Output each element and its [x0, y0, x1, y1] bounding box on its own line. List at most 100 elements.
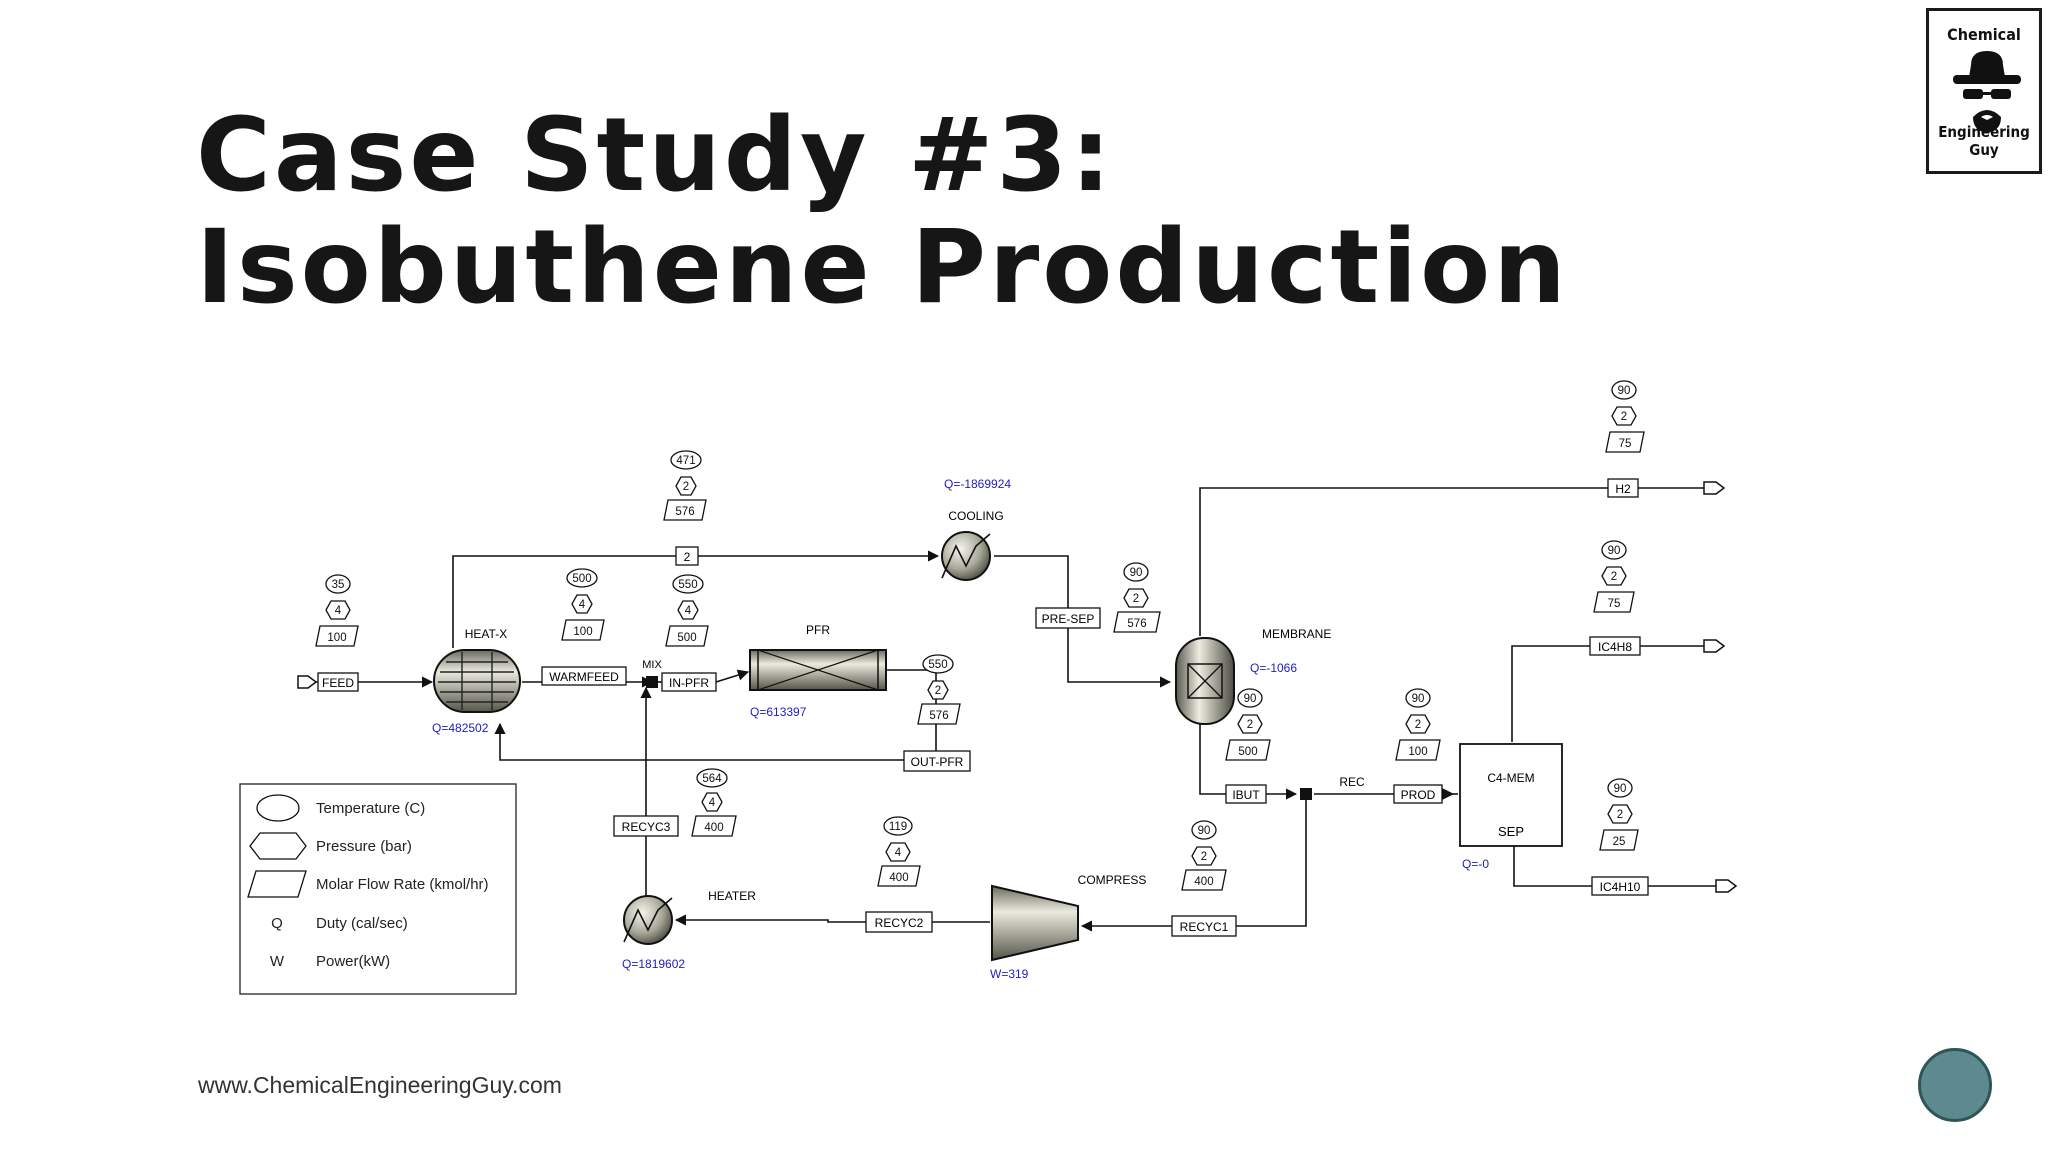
feed-flow: 100: [327, 632, 346, 644]
cooling-duty: Q=-1869924: [944, 477, 1011, 491]
line-outpfr-to-heatx: [494, 722, 904, 761]
line-c4mem-to-ic4h10: [1513, 846, 1592, 887]
c4mem-separator: [1459, 743, 1563, 847]
line-c4mem-to-ic4h8: [1511, 645, 1590, 742]
ibut-flow: 500: [1238, 746, 1257, 758]
legend-temperature-shape: [256, 794, 300, 822]
compressor: [991, 884, 1079, 962]
mix-label: MIX: [642, 659, 662, 671]
ic4h10-outlet-arrow: [1715, 879, 1738, 893]
heater-duty: Q=1819602: [622, 957, 685, 971]
prod-arrow-head: [1442, 788, 1454, 800]
ic4h8-flow: 75: [1608, 598, 1621, 610]
out-pfr-temperature: 550: [928, 659, 947, 671]
legend-flow-shape: [247, 870, 307, 898]
stream-recyc3: RECYC3: [622, 820, 671, 834]
stream-labels: FEED WARMFEED IN-PFR OUT-PFR 2 PRE-SEP H…: [317, 478, 1649, 937]
stream-ic4h8: IC4H8: [1598, 640, 1632, 654]
rec-label: REC: [1339, 775, 1365, 789]
ic4h8-outlet-arrow: [1703, 639, 1726, 653]
cooling-label: COOLING: [948, 509, 1003, 523]
brand-logo: Chemical Engineering Guy: [1926, 8, 2042, 174]
s2-pressure: 2: [683, 481, 689, 493]
out-pfr-pressure: 2: [935, 685, 941, 697]
stream-recyc2: RECYC2: [875, 916, 924, 930]
chef-hat-face-icon: [1953, 51, 2021, 133]
mix-junction: [646, 676, 658, 688]
stream-prod: PROD: [1401, 788, 1436, 802]
ic4h10-temperature: 90: [1614, 783, 1627, 795]
stream-pre-sep: PRE-SEP: [1042, 612, 1095, 626]
line-heatx-to-s2: [452, 555, 676, 648]
rec-junction: [1300, 788, 1312, 800]
c4mem-label: C4-MEM: [1487, 771, 1534, 785]
pre-sep-temperature: 90: [1130, 567, 1143, 579]
ic4h10-flow: 25: [1613, 836, 1626, 848]
recyc2-pressure: 4: [895, 847, 902, 859]
out-pfr-flow: 576: [929, 710, 948, 722]
recyc2-flow: 400: [889, 872, 908, 884]
line-inpfr-to-pfr: [715, 669, 750, 683]
line-membrane-to-h2: [1199, 487, 1608, 636]
website-url: www.ChemicalEngineeringGuy.com: [198, 1072, 562, 1098]
heatx-label: HEAT-X: [465, 627, 507, 641]
sep-label: SEP: [1498, 824, 1524, 839]
stream-tag-values: 35 4 100 500 4 100 550 4 500 471 2 576 5…: [327, 385, 1631, 888]
prod-pressure: 2: [1415, 719, 1421, 731]
stream-recyc1: RECYC1: [1180, 920, 1229, 934]
warmfeed-flow: 100: [573, 626, 592, 638]
legend-temperature: Temperature (C): [316, 800, 425, 817]
line-rec-to-recyc1: [1236, 800, 1307, 927]
heater-label: HEATER: [708, 889, 756, 903]
legend: Temperature (C) Pressure (bar) Molar Flo…: [239, 783, 517, 995]
recyc1-temperature: 90: [1198, 825, 1211, 837]
s2-flow: 576: [675, 506, 694, 518]
stream-feed: FEED: [322, 676, 354, 690]
in-pfr-pressure: 4: [685, 605, 692, 617]
line-cooling-to-presep: [994, 555, 1069, 608]
feed-temperature: 35: [332, 579, 345, 591]
line-membrane-to-ibut: [1199, 722, 1226, 795]
slide-nav-button[interactable]: [1918, 1048, 1992, 1122]
membrane-vessel: [1175, 637, 1235, 725]
heatx-duty: Q=482502: [432, 721, 489, 735]
legend-pressure-shape: [249, 832, 307, 860]
heater-exchanger: [623, 895, 673, 945]
h2-temperature: 90: [1618, 385, 1631, 397]
stream-tags: [315, 380, 1645, 891]
line-recyc2-to-heater: [674, 914, 866, 926]
cooling-exchanger: [941, 531, 991, 581]
logo-bottom-text: Engineering Guy: [1938, 123, 2030, 159]
stream-in-pfr: IN-PFR: [669, 676, 709, 690]
slide-title-line-1: Case Study #3:: [196, 96, 1115, 215]
legend-duty: Duty (cal/sec): [316, 915, 408, 932]
stream-warmfeed: WARMFEED: [549, 670, 619, 684]
recyc3-temperature: 564: [702, 773, 722, 785]
pfr-duty: Q=613397: [750, 705, 807, 719]
logo-top-text: Chemical: [1947, 25, 2021, 44]
in-pfr-temperature: 550: [678, 579, 697, 591]
legend-flow: Molar Flow Rate (kmol/hr): [316, 876, 489, 893]
ic4h8-temperature: 90: [1608, 545, 1621, 557]
ibut-pressure: 2: [1247, 719, 1253, 731]
prod-flow: 100: [1408, 746, 1427, 758]
h2-outlet-arrow: [1703, 481, 1726, 495]
legend-power: Power(kW): [316, 953, 390, 970]
feed-inlet-arrow: [297, 675, 318, 689]
recyc3-pressure: 4: [709, 797, 716, 809]
recyc1-flow: 400: [1194, 876, 1213, 888]
slide-title-line-2: Isobuthene Production: [196, 208, 1569, 327]
compress-power: W=319: [990, 967, 1029, 981]
stream-ic4h10: IC4H10: [1600, 880, 1641, 894]
in-pfr-flow: 500: [677, 632, 696, 644]
stream-h2: H2: [1615, 482, 1631, 496]
ic4h8-pressure: 2: [1611, 571, 1617, 583]
process-lines: [298, 487, 1716, 932]
s2-temperature: 471: [676, 455, 695, 467]
heat-exchanger: [433, 649, 521, 713]
legend-w-symbol: W: [270, 953, 285, 970]
warmfeed-pressure: 4: [579, 599, 586, 611]
h2-pressure: 2: [1621, 411, 1627, 423]
membrane-label: MEMBRANE: [1262, 627, 1331, 641]
